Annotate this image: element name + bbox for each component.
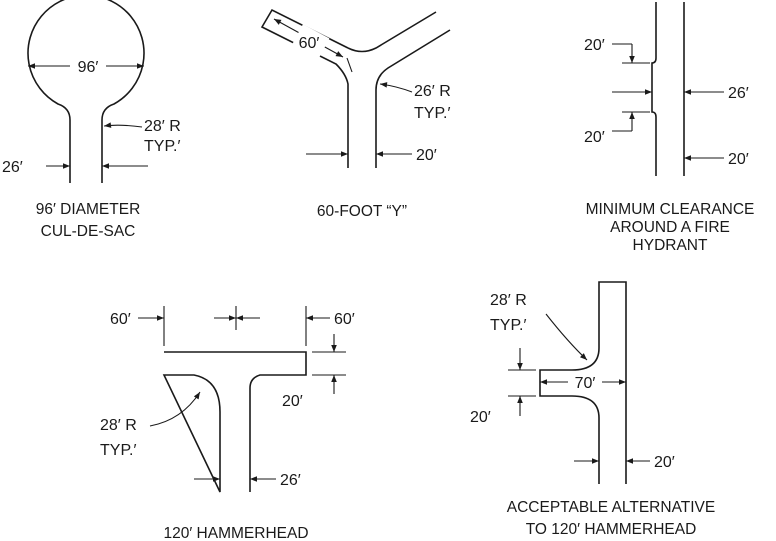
radius-label: 26′ R <box>414 83 451 100</box>
radius-leader <box>545 313 588 361</box>
caption-line-1: ACCEPTABLE ALTERNATIVE <box>507 499 715 516</box>
right-arm-label: 60′ <box>334 311 355 328</box>
caption-line-2: CUL-DE-SAC <box>41 223 136 240</box>
radius-sub-label: TYP.′ <box>414 105 451 122</box>
y-inner-outline <box>347 11 437 53</box>
alternative-figure: 28′ R TYP.′ 70′ 20′ 20′ ACCEPTABLE ALTER… <box>470 281 715 538</box>
y-right-outline <box>375 29 451 168</box>
arm-length-label: 70′ <box>575 375 596 392</box>
hammerhead-figure: 60′ 60′ 20′ 28′ R TYP.′ 26′ 120′ HAMMERH… <box>100 306 355 541</box>
alternative-outline <box>539 281 627 484</box>
arm-width-label: 20′ <box>282 393 303 410</box>
hammerhead-outline <box>162 351 307 493</box>
caption-line-1: 120′ HAMMERHEAD <box>163 525 308 541</box>
leg-label: 60′ <box>299 35 320 52</box>
arm-width-label: 20′ <box>470 409 491 426</box>
radius-leader <box>103 122 143 128</box>
top-offset-label: 20′ <box>584 37 605 54</box>
width-label: 20′ <box>416 147 437 164</box>
cul-de-sac-outline <box>27 0 145 183</box>
radius-leader <box>379 82 413 93</box>
caption-line-1: 60-FOOT “Y” <box>317 203 407 220</box>
bottom-offset-label: 20′ <box>584 129 605 146</box>
narrow-width-label: 20′ <box>728 151 749 168</box>
radius-leader <box>149 391 201 427</box>
stem-width-label: 26′ <box>280 472 301 489</box>
radius-label: 28′ R <box>144 118 181 135</box>
caption-line-2: TO 120′ HAMMERHEAD <box>526 521 697 538</box>
leg-end-tick <box>346 57 353 73</box>
caption-line-1: MINIMUM CLEARANCE <box>586 201 755 218</box>
cul-de-sac-figure: 96′ 28′ R TYP.′ 26′ 96′ DIAMETER CUL-DE-… <box>2 0 181 240</box>
road-width-label: 20′ <box>654 454 675 471</box>
radius-label: 28′ R <box>490 292 527 309</box>
fire-hydrant-figure: 20′ 26′ 20′ 20′ MINIMUM CLEARANCE AROUND… <box>584 2 754 254</box>
wide-width-label: 26′ <box>728 85 749 102</box>
width-label: 26′ <box>2 159 23 176</box>
sixty-foot-y-figure: 60′ 26′ R TYP.′ 20′ 60-FOOT “Y” <box>260 8 451 220</box>
radius-label: 28′ R <box>100 417 137 434</box>
caption-line-3: HYDRANT <box>633 237 708 254</box>
radius-sub-label: TYP.′ <box>490 317 527 334</box>
caption-line-1: 96′ DIAMETER <box>36 201 141 218</box>
caption-line-2: AROUND A FIRE <box>610 219 730 236</box>
diameter-label: 96′ <box>78 59 99 76</box>
radius-sub-label: TYP.′ <box>144 138 181 155</box>
radius-sub-label: TYP.′ <box>100 442 137 459</box>
left-arm-label: 60′ <box>110 311 131 328</box>
road-left-edge <box>651 2 657 176</box>
